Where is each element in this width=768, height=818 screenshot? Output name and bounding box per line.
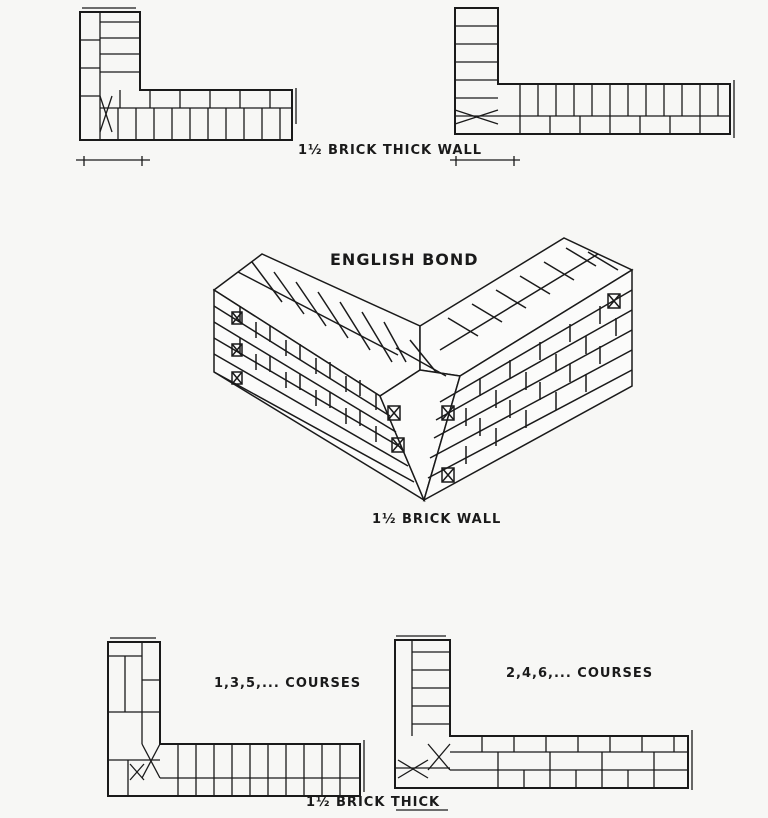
diagram-title: ENGLISH BOND xyxy=(330,250,479,269)
bottom-caption: 1½ BRICK THICK xyxy=(306,795,441,810)
plan-top-left xyxy=(76,7,297,166)
middle-caption: 1½ BRICK WALL xyxy=(372,512,502,527)
english-bond-isometric xyxy=(212,237,634,503)
odd-courses-label: 1,3,5,... COURSES xyxy=(214,676,362,691)
plan-top-right xyxy=(450,7,735,166)
plan-bottom-right xyxy=(394,635,693,811)
even-courses-label: 2,4,6,... COURSES xyxy=(506,666,654,681)
plan-bottom-left xyxy=(107,637,365,797)
top-caption: 1½ BRICK THICK WALL xyxy=(298,143,483,158)
